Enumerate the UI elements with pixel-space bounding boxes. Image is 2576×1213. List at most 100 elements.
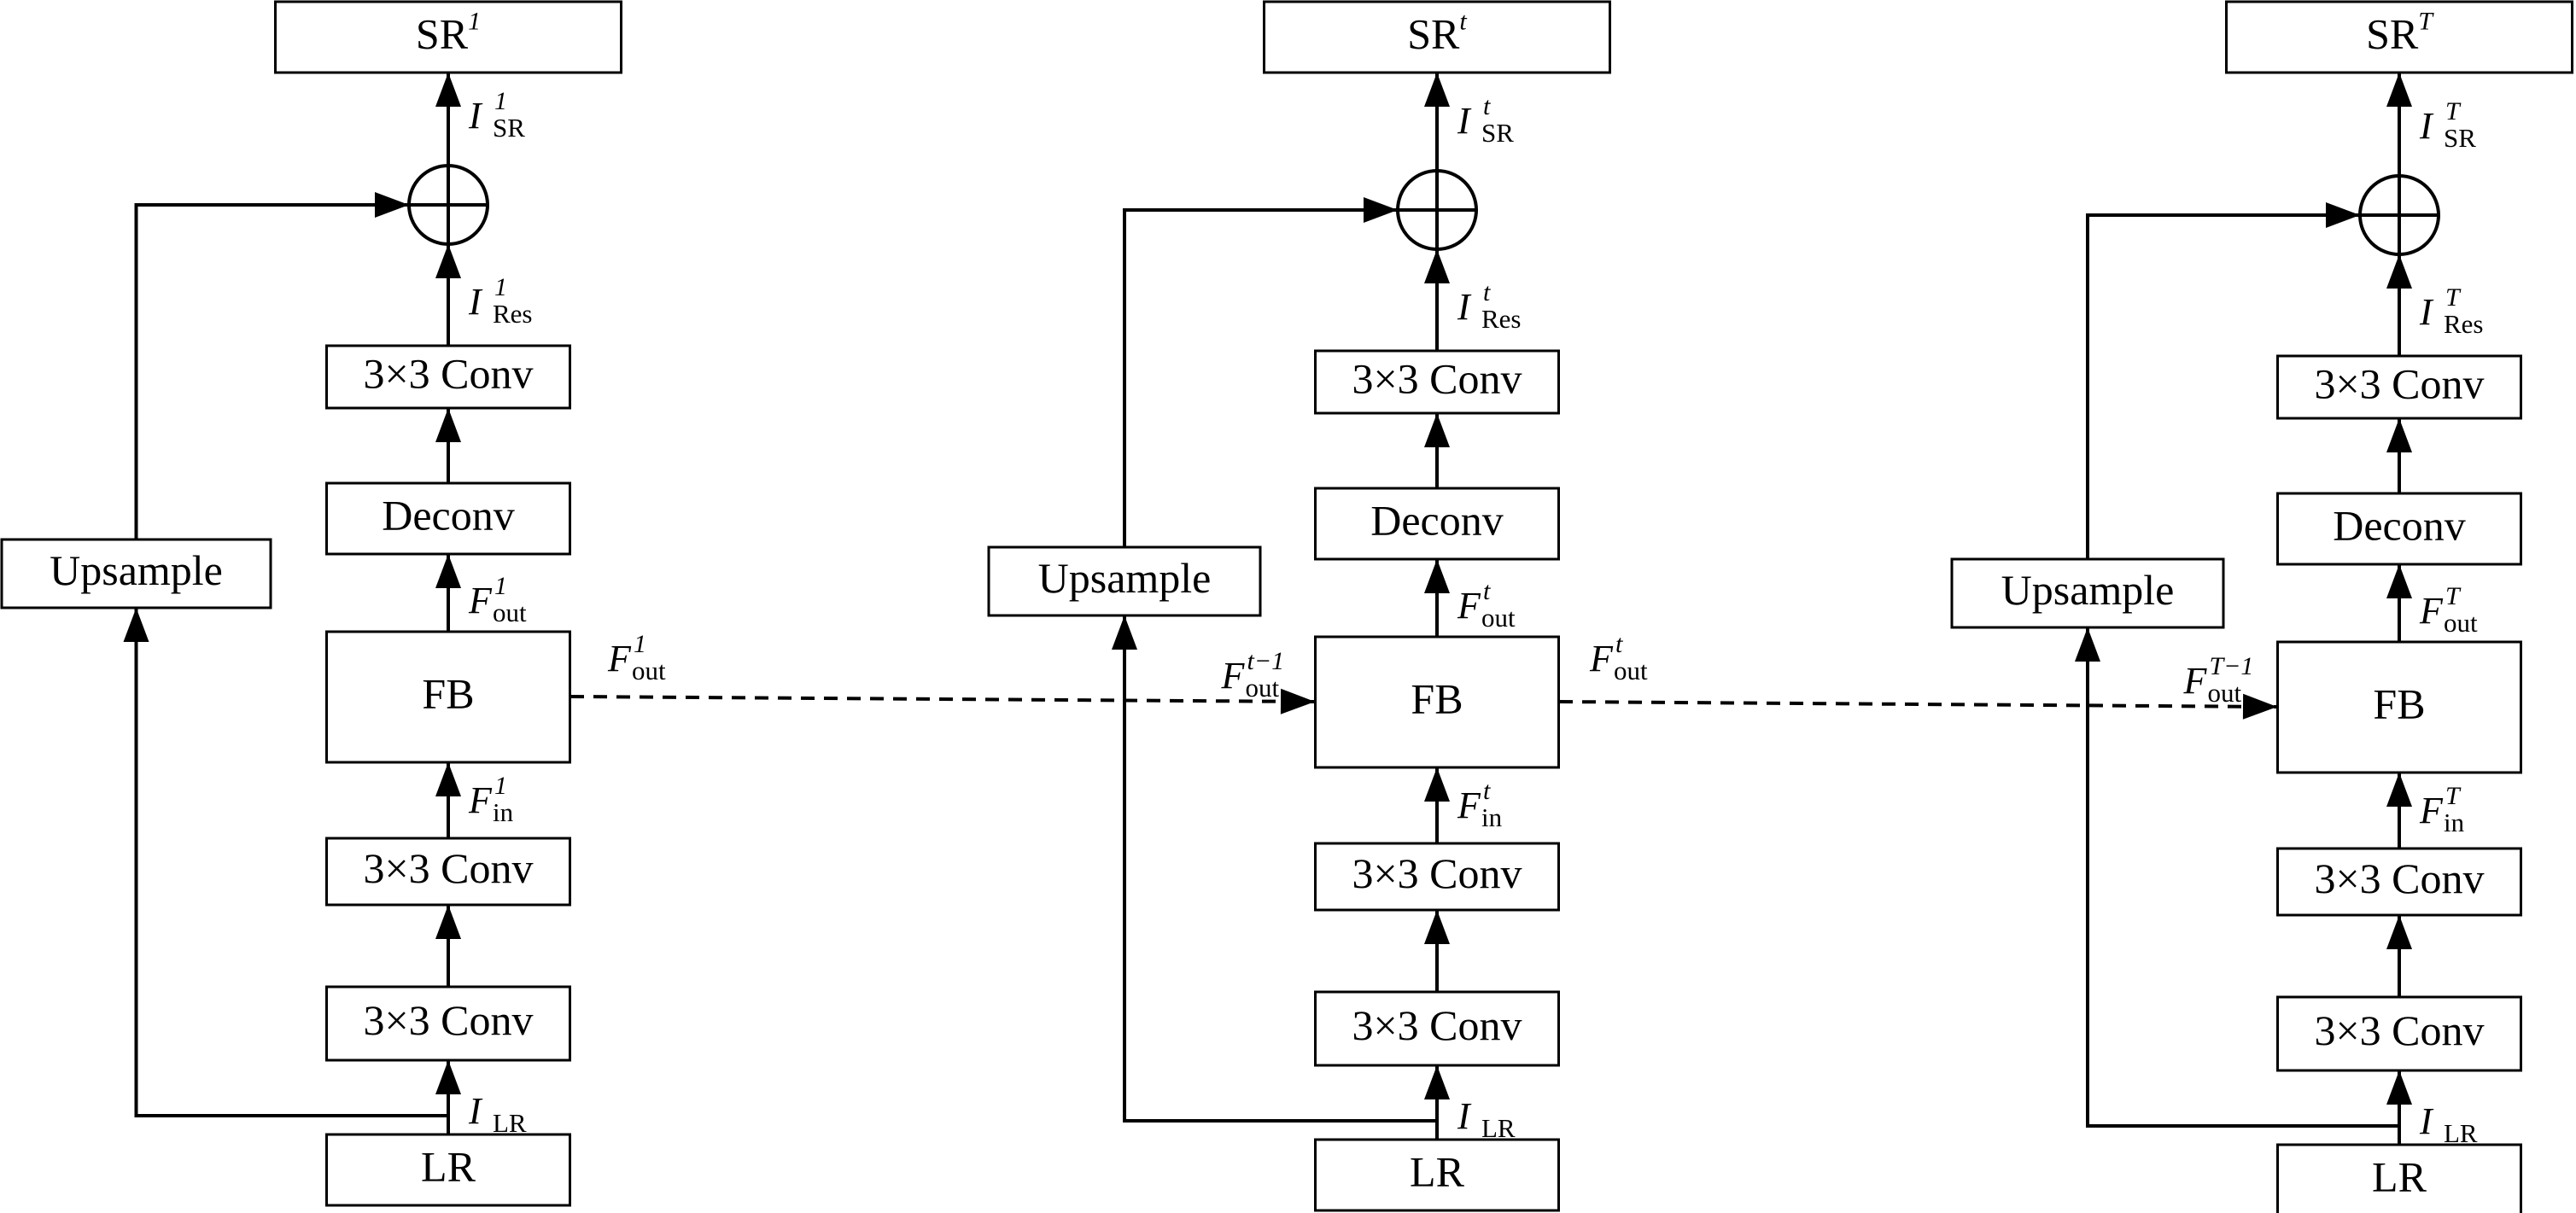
stage-2-label-fin-sup: t [1483,777,1491,805]
stage-2-label-fout-sub: out [1481,603,1516,633]
stage-1-label-isr-sub: SR [493,113,525,143]
stage-2-conv-top-frame [1314,349,1560,415]
stage-2-deconv-label: Deconv [1370,497,1504,545]
stage-3-label-ires-sup: T [2445,283,2462,312]
stage-3-label-ires-sub: Res [2444,309,2484,339]
stage-3-label-fin-sub: in [2444,808,2465,837]
stage-1-lr-box: LR [325,1133,571,1207]
stage-1-label-isr-sup: 1 [494,87,507,115]
stage-2-label-fprev-sup: t−1 [1247,647,1285,675]
stage-1-conv-low: 3×3 Conv [325,985,571,1062]
stage-3-conv-top-frame [2276,354,2522,420]
stage-2-wire-lr-upsample-arrowhead [1112,615,1137,650]
stage-3-label-isr-sup: T [2445,97,2462,125]
stage-3-wire-sum-sr-arrowhead [2386,73,2412,107]
stage-3-sr-box-label: SRT [2366,7,2434,58]
stage-1-fb-block-label: FB [422,670,474,718]
stage-1-wire-lr-upsample-arrowhead [123,608,149,642]
stage-2-conv-low: 3×3 Conv [1314,990,1560,1067]
stage-1-sr-box: SR1 [274,0,622,74]
stage-3-label-isr: I SRT [2419,97,2476,153]
stage-3-sr-box: SRT [2225,0,2573,74]
feedback-label-2-sup: t [1615,630,1623,658]
connections [123,73,2412,1145]
stage-3-conv-low: 3×3 Conv [2276,995,2522,1072]
stage-2-lr-box-label: LR [1410,1148,1465,1196]
stage-3-fb-block: FB [2276,640,2522,774]
stage-3-sum-node [2358,174,2440,256]
stage-1-wire-upsample-sum-arrowhead [375,192,409,218]
stage-1-conv-top-label: 3×3 Conv [363,350,533,398]
stage-3-label-isr-base: I [2419,105,2434,147]
stage-2-wire-lr-low-arrowhead [1424,1065,1450,1099]
stage-1-label-fin-base: F [468,779,493,821]
stage-3-label-fout-base: F [2419,590,2444,632]
stage-2-label-fprev-base: F [1221,655,1246,697]
stage-3-label-isr-sub: SR [2444,123,2476,153]
stage-1-sum-node [407,164,489,246]
stage-2-label-fout-base: F [1457,585,1481,627]
feedback-link-1-arrowhead [1280,688,1315,714]
stage-2-label-isr-sub: SR [1481,118,1514,148]
stage-3-label-fout-sub: out [2444,608,2478,638]
stage-1-label-fout-base: F [468,580,493,621]
stage-1-wire-upsample-sum [134,203,409,539]
stage-3-label-fin-base: F [2419,790,2444,831]
stage-1-upsample-frame [0,538,272,609]
stage-1-deconv-label: Deconv [382,492,515,539]
stage-3-label-ires-base: I [2419,291,2434,333]
stage-1-wire-lr-low-arrowhead [435,1060,461,1094]
stage-2-upsample-frame [987,545,1262,617]
stage-1-label-fout-sub: out [493,598,527,627]
stage-2-label-ires-sub: Res [1481,304,1522,334]
stage-1-deconv: Deconv [325,481,571,556]
stage-3-label-fprev-base: F [2183,660,2208,702]
stage-1-wire-top-sum-arrowhead [435,244,461,278]
stage-3-upsample: Upsample [1950,557,2225,629]
stage-3-conv-mid-label: 3×3 Conv [2314,854,2484,902]
stage-3-conv-mid-frame [2276,847,2522,917]
stage-3-conv-mid: 3×3 Conv [2276,847,2522,917]
stage-3-wire-lr-low-arrowhead [2386,1070,2412,1105]
stage-2-label-ilr-sub: LR [1481,1113,1516,1143]
stage-3-deconv: Deconv [2276,492,2522,566]
stage-2-sum-node [1396,169,1478,251]
stage-2-wire-fb-dec-arrowhead [1424,559,1450,593]
stage-3-conv-top: 3×3 Conv [2276,354,2522,420]
stage-1-label-ires-sup: 1 [494,273,507,301]
stage-2-wire-mid-fb-arrowhead [1424,767,1450,802]
stage-1-wire-low-mid-arrowhead [435,905,461,939]
stage-3-deconv-frame [2276,492,2522,566]
stage-3-wire-upsample-sum [2086,213,2360,559]
stage-1-sr-box-frame [274,0,622,74]
stage-3-conv-low-frame [2276,995,2522,1072]
stage-1-label-ilr-base: I [468,1090,483,1132]
stage-2-upsample: Upsample [987,545,1262,617]
stage-2-conv-low-frame [1314,990,1560,1067]
stage-1-conv-mid: 3×3 Conv [325,837,571,907]
stage-1-conv-low-label: 3×3 Conv [363,996,533,1044]
stage-3-lr-box-label: LR [2372,1153,2427,1201]
stage-1-fb-block: FB [325,630,571,764]
stage-2-deconv: Deconv [1314,487,1560,561]
stage-1-fb-block-frame [325,630,571,764]
stage-2-label-ires-base: I [1457,286,1472,328]
stage-2-fb-block: FB [1314,635,1560,769]
stage-1-upsample: Upsample [0,538,272,609]
stage-2-wire-dec-top-arrowhead [1424,413,1450,447]
stage-2-label-fin-base: F [1457,784,1481,826]
feedback-label-2-sub: out [1614,656,1648,685]
stage-2-wire-upsample-sum [1123,208,1398,547]
stage-1-wire-mid-fb-arrowhead [435,762,461,796]
